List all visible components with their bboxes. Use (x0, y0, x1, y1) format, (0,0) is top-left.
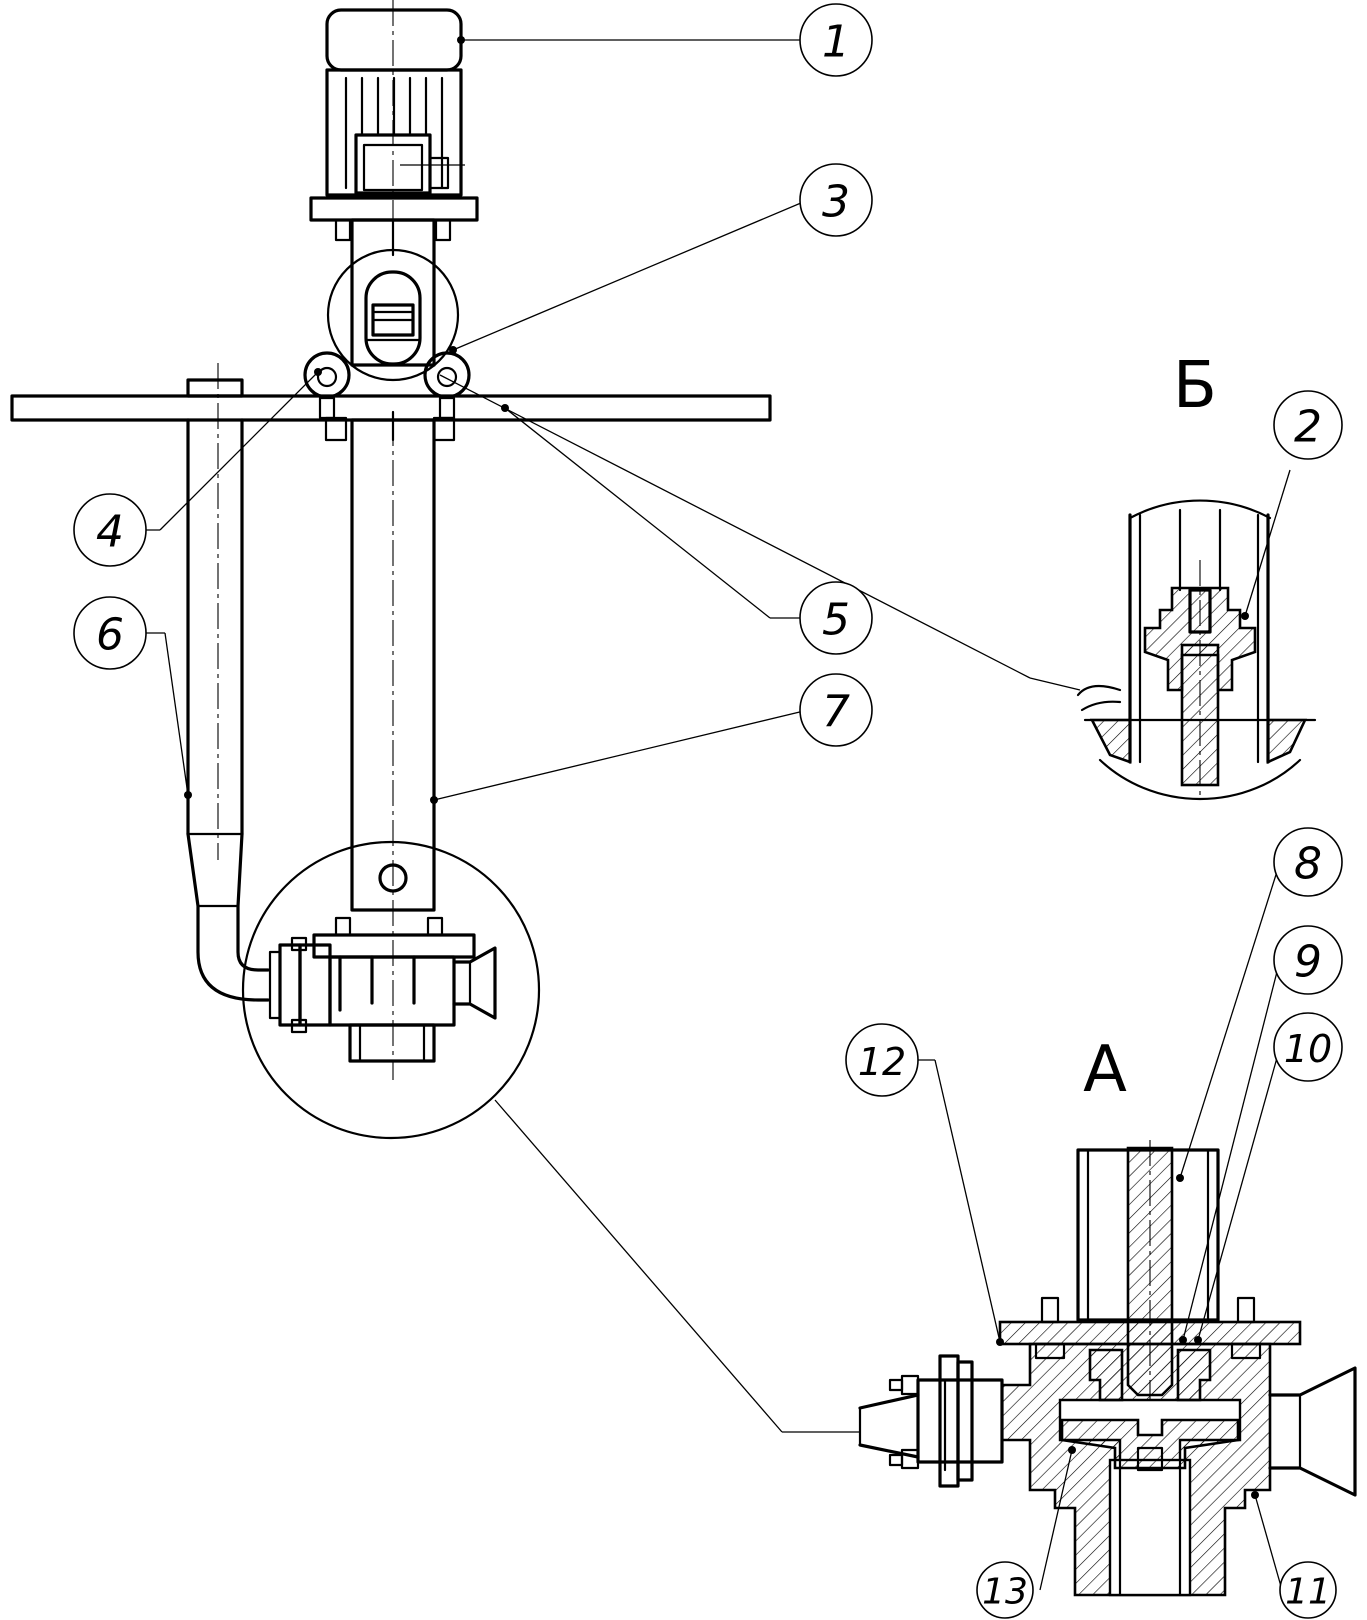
svg-text:7: 7 (822, 687, 850, 738)
column-pipe (350, 410, 436, 1080)
svg-text:11: 11 (1285, 1572, 1331, 1613)
callout-1: 1 (799, 3, 873, 77)
callout-6: 6 (73, 596, 147, 670)
callout-bubbles: 1 3 2 4 5 6 7 8 (73, 3, 1343, 1619)
callout-10: 10 (1273, 1012, 1343, 1082)
svg-text:1: 1 (822, 17, 850, 68)
discharge-pipe (186, 363, 270, 1002)
mounting-lugs (303, 351, 471, 442)
detail-b-label: Б (1173, 349, 1217, 423)
main-leaders (110, 36, 1031, 1433)
svg-text:12: 12 (858, 1040, 906, 1084)
main-view (10, 0, 1031, 1433)
svg-text:6: 6 (96, 610, 124, 661)
svg-text:8: 8 (1294, 839, 1322, 890)
callout-3: 3 (799, 163, 873, 237)
callout-9: 9 (1273, 925, 1343, 995)
detail-a-view: А (858, 861, 1357, 1597)
callout-12: 12 (845, 1023, 919, 1097)
callout-4: 4 (73, 493, 147, 567)
motor-stand (326, 218, 460, 382)
svg-text:9: 9 (1294, 937, 1322, 988)
callout-11: 11 (1279, 1561, 1337, 1619)
svg-text:4: 4 (96, 507, 124, 558)
electric-motor (309, 0, 479, 250)
detail-b-view: Б (1029, 349, 1317, 801)
callout-2: 2 (1273, 390, 1343, 460)
svg-text:10: 10 (1284, 1027, 1332, 1071)
callout-5: 5 (799, 581, 873, 655)
support-plate (10, 394, 772, 422)
callout-8: 8 (1273, 827, 1343, 897)
svg-text:13: 13 (982, 1572, 1028, 1613)
pump-casing (241, 840, 541, 1140)
svg-text:2: 2 (1294, 402, 1322, 453)
svg-text:3: 3 (822, 177, 850, 228)
callout-13: 13 (976, 1561, 1034, 1619)
svg-text:5: 5 (822, 595, 850, 646)
callout-7: 7 (799, 673, 873, 747)
detail-a-label: А (1083, 1033, 1127, 1107)
